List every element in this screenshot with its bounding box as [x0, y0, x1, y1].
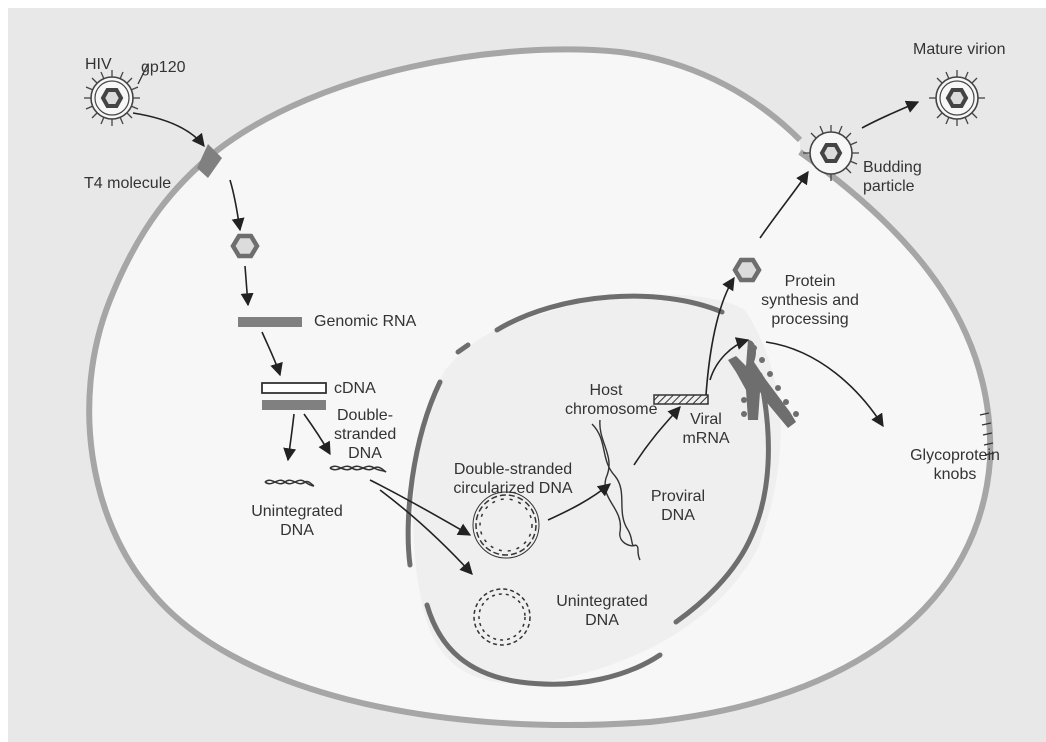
arrow-rna-to-cdna: [261, 331, 283, 377]
host-chromosome: [591, 419, 641, 561]
arrow-mrna-to-er: [709, 337, 750, 381]
viral-mrna-bar: [653, 394, 709, 405]
arrow-mrna-to-protein: [705, 276, 735, 396]
dsdna-bar: [262, 400, 326, 410]
nuclear-envelope-5: [455, 342, 471, 355]
arrow-circular-to-proviral: [547, 483, 612, 521]
nuclear-envelope-3: [673, 372, 771, 625]
arrow-protein-to-budding: [759, 170, 809, 239]
budding-particle: [803, 125, 859, 181]
arrow-budding-to-mature: [861, 100, 920, 129]
unintegrated-dna-strand: [264, 479, 315, 487]
arrow-er-to-knobs: [765, 341, 884, 428]
cdna-bar: [261, 382, 327, 394]
new-capsid-icon: [732, 257, 762, 283]
nuclear-envelope-2: [424, 602, 663, 687]
nuclear-envelope-4: [494, 293, 725, 333]
arrow-t4-to-capsid: [229, 179, 245, 232]
genomic-rna-label: Genomic RNA: [314, 313, 417, 330]
t4-molecule-label: T4 molecule: [84, 175, 172, 192]
glycoprotein-knobs: [979, 412, 995, 456]
arrow-cdna-to-dsdna: [303, 413, 331, 456]
hiv-virion: [84, 70, 140, 126]
cdna-label: cDNA: [334, 380, 376, 397]
arrow-dsdna-to-unintegrated-circle: [379, 489, 473, 575]
arrow-hiv-to-t4: [132, 112, 205, 148]
mature-virion-label: Mature virion: [913, 41, 1006, 58]
arrow-cdna-to-unintegrated: [283, 413, 297, 462]
mature-virion: [929, 70, 985, 126]
endoplasmic-reticulum: [728, 340, 799, 428]
arrow-proviral-to-mrna: [633, 406, 681, 466]
capsid-icon: [230, 233, 260, 259]
gp120-pointer: [137, 63, 149, 85]
unintegrated-circular-dna: [473, 588, 531, 646]
arrow-capsid-to-rna: [240, 265, 254, 307]
nuclear-envelope-1: [405, 379, 443, 568]
genomic-rna-bar: [238, 317, 302, 327]
t4-receptor: [197, 144, 222, 178]
hiv-label: HIV: [85, 56, 112, 73]
arrow-dsdna-to-circular: [369, 479, 472, 536]
circularized-dna: [472, 491, 540, 559]
double-stranded-dna-strand: [329, 465, 387, 473]
gp120-label: gp120: [141, 59, 186, 76]
